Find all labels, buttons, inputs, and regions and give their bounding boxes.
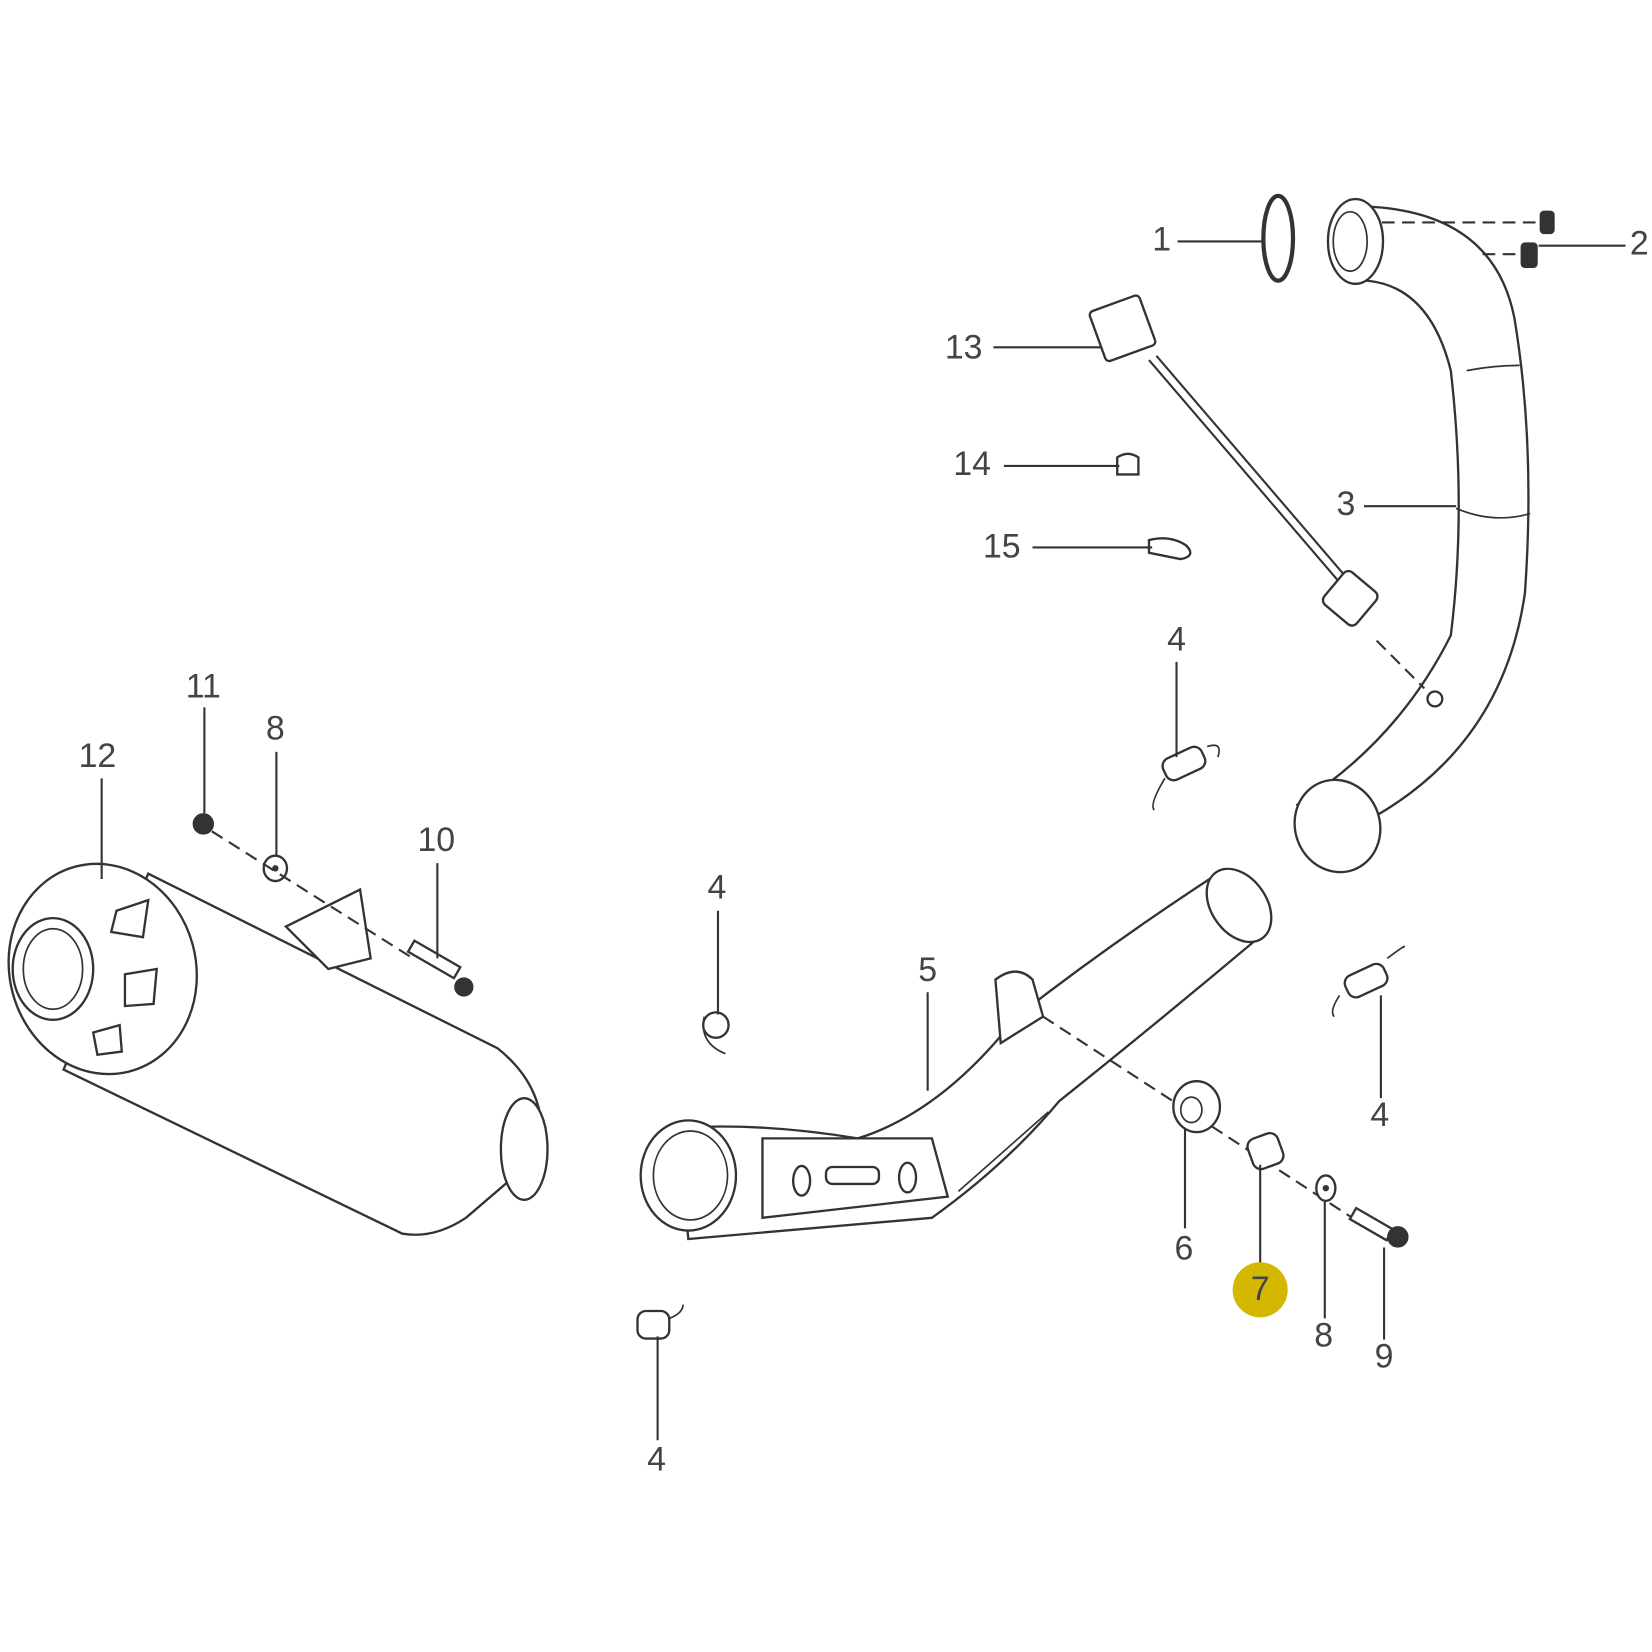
spring[interactable] — [1152, 744, 1220, 811]
leader-lines — [100, 240, 1626, 1441]
nut[interactable] — [192, 813, 215, 835]
mid-pipe[interactable] — [639, 857, 1285, 1241]
callout-1[interactable]: 1 — [1152, 220, 1171, 258]
o2-sensor[interactable] — [1088, 294, 1426, 690]
nuts[interactable] — [1381, 210, 1555, 269]
callout-4[interactable]: 4 — [1167, 621, 1186, 659]
callout-4[interactable]: 4 — [1370, 1096, 1389, 1134]
washer[interactable] — [1315, 1174, 1337, 1203]
callout-13[interactable]: 13 — [945, 328, 983, 366]
header-pipe[interactable] — [1282, 197, 1531, 884]
callout-6[interactable]: 6 — [1175, 1230, 1194, 1268]
callout-10[interactable]: 10 — [417, 821, 455, 859]
callout-15[interactable]: 15 — [983, 528, 1021, 566]
callout-5[interactable]: 5 — [918, 951, 937, 989]
callout-4[interactable]: 4 — [647, 1440, 666, 1478]
callout-8[interactable]: 8 — [266, 710, 285, 748]
collar[interactable] — [1245, 1131, 1286, 1172]
rubber-grommet[interactable] — [1172, 1080, 1222, 1134]
callout-9[interactable]: 9 — [1375, 1338, 1394, 1376]
callout-2[interactable]: 2 — [1630, 225, 1649, 263]
callout-14[interactable]: 14 — [953, 445, 991, 483]
gasket[interactable] — [1261, 193, 1296, 283]
callout-11[interactable]: 11 — [186, 667, 221, 705]
highlight-marker — [1232, 1262, 1288, 1318]
callout-12[interactable]: 12 — [79, 737, 117, 775]
muffler[interactable] — [0, 843, 549, 1236]
spring[interactable] — [1331, 945, 1405, 1018]
spring[interactable] — [636, 1304, 684, 1340]
bolt[interactable] — [406, 939, 474, 997]
spring[interactable] — [701, 1011, 730, 1055]
callout-3[interactable]: 3 — [1337, 485, 1356, 523]
callout-4[interactable]: 4 — [708, 868, 727, 906]
callout-7[interactable]: 7 — [1251, 1270, 1270, 1308]
clamp[interactable] — [1147, 537, 1192, 561]
callout-8[interactable]: 8 — [1314, 1316, 1333, 1354]
clip[interactable] — [1116, 452, 1140, 476]
bolt[interactable] — [1348, 1206, 1409, 1248]
